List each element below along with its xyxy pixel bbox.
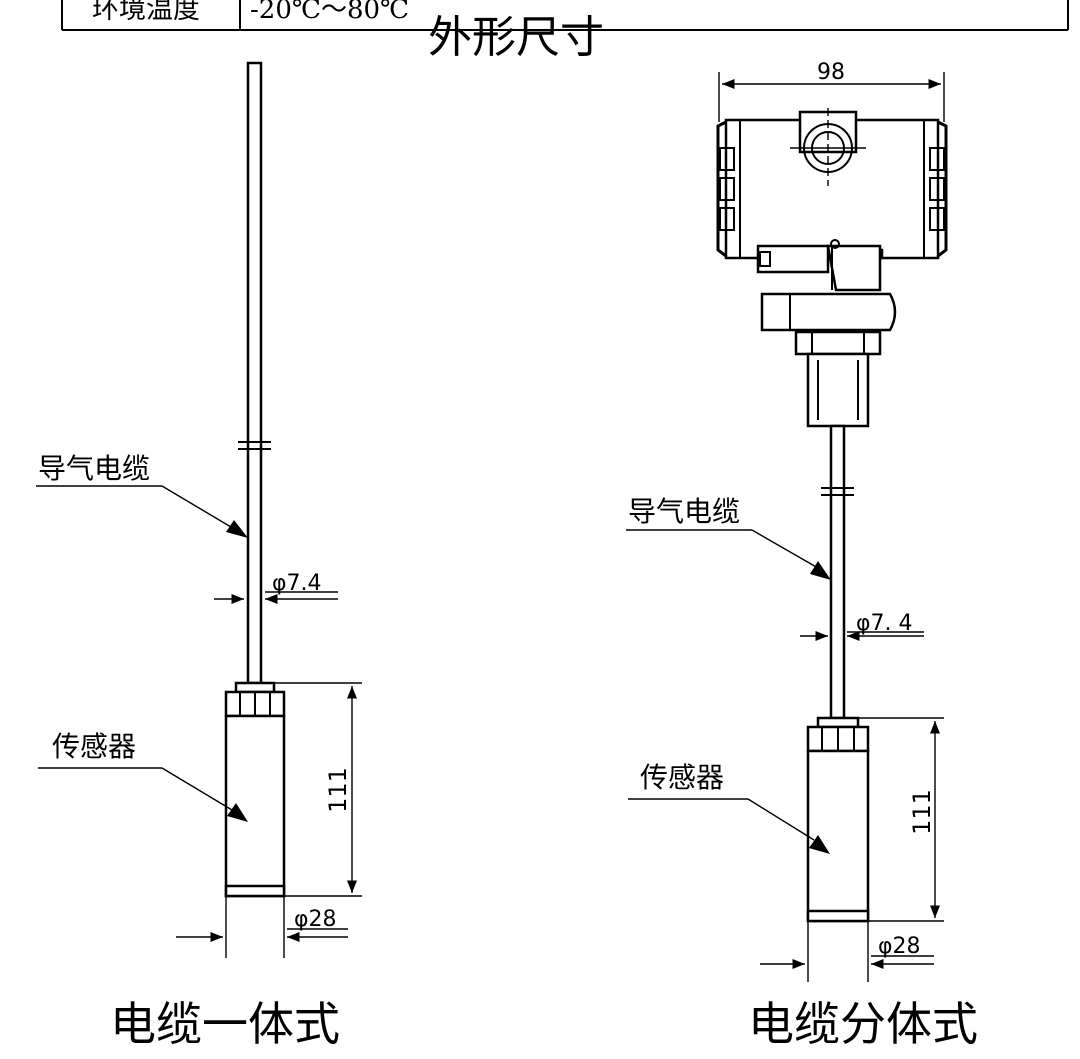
left-sensor xyxy=(224,681,286,898)
housing-width: 98 xyxy=(817,60,845,85)
transmitter-housing xyxy=(716,108,948,292)
drawing-title: 外形尺寸 xyxy=(428,12,604,63)
right-sensor xyxy=(806,716,870,923)
right-variant: 98 xyxy=(626,60,978,1051)
process-connection xyxy=(760,292,897,428)
right-sensor-diameter: φ28 xyxy=(878,934,921,959)
right-cable-leader-arrow xyxy=(810,561,831,580)
right-cable xyxy=(821,424,854,720)
left-sensor-diameter: φ28 xyxy=(294,907,337,932)
right-sensor-leader-arrow xyxy=(809,835,830,854)
spec-table-row: 环境温度 -20℃～80℃ xyxy=(61,0,1069,31)
right-sensor-label: 传感器 xyxy=(640,761,724,794)
left-cable-leader-arrow xyxy=(226,520,248,538)
left-variant: 导气电缆 φ7.4 传感器 111 xyxy=(36,61,362,1051)
left-sensor-length: 111 xyxy=(324,767,352,813)
left-sensor-leader-arrow xyxy=(227,803,248,822)
right-caption: 电缆分体式 xyxy=(748,997,978,1051)
spec-value: -20℃～80℃ xyxy=(250,0,409,25)
left-caption: 电缆一体式 xyxy=(110,997,340,1051)
right-cable-label: 导气电缆 xyxy=(628,495,740,528)
right-cable-diameter: φ7. 4 xyxy=(856,611,913,636)
spec-label: 环境温度 xyxy=(92,0,200,25)
left-sensor-label: 传感器 xyxy=(52,730,136,763)
left-cable-label: 导气电缆 xyxy=(38,452,150,485)
left-cable xyxy=(238,61,271,685)
right-sensor-length: 111 xyxy=(908,789,936,835)
left-cable-diameter: φ7.4 xyxy=(272,571,322,596)
